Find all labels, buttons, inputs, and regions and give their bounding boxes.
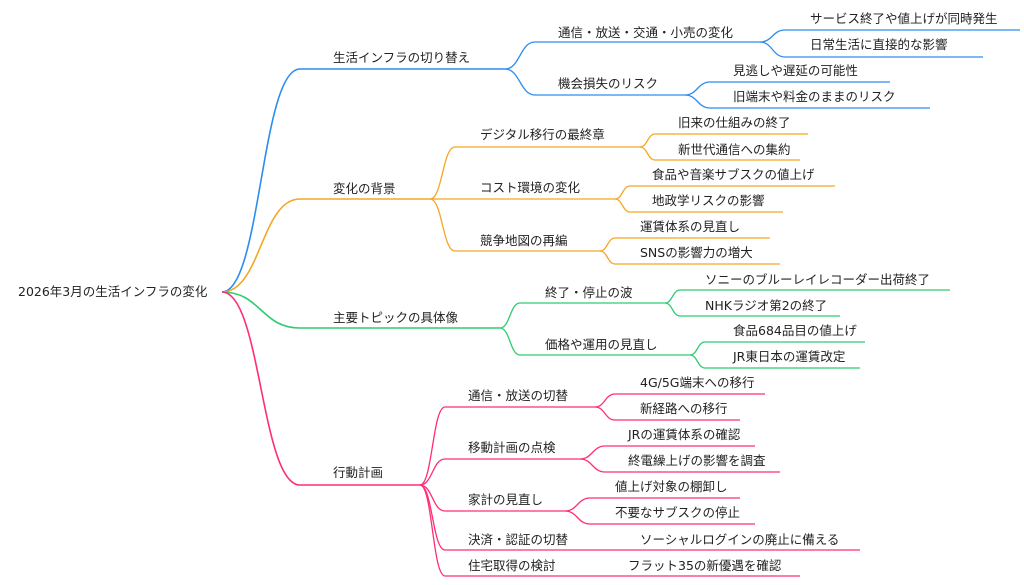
node-connector: [499, 302, 665, 329]
leaf-node[interactable]: 地政学リスクの影響: [652, 193, 765, 208]
leaf-node[interactable]: 食品684品目の値上げ: [733, 323, 857, 338]
leaf-node[interactable]: 4G/5G端末への移行: [640, 375, 755, 390]
node-connector: [419, 458, 580, 486]
leaf-node[interactable]: 見逃しや遅延の可能性: [733, 63, 858, 78]
subtopic-node[interactable]: 住宅取得の検討: [468, 558, 556, 573]
subtopic-node[interactable]: 終了・停止の波: [545, 285, 633, 300]
leaf-node[interactable]: ソーシャルログインの廃止に備える: [640, 532, 840, 547]
subtopic-node[interactable]: 決済・認証の切替: [468, 532, 569, 547]
subtopic-node[interactable]: 家計の見直し: [468, 492, 544, 507]
branch-connector: [221, 291, 420, 486]
leaf-node[interactable]: SNSの影響力の増大: [640, 245, 753, 260]
node-connector: [564, 497, 740, 512]
branch-connector: [221, 68, 505, 293]
subtopic-node[interactable]: 通信・放送の切替: [468, 388, 569, 403]
leaf-node[interactable]: ソニーのブルーレイレコーダー出荷終了: [705, 272, 931, 287]
node-connector: [599, 237, 770, 252]
branch-node[interactable]: 行動計画: [333, 465, 384, 480]
leaf-node[interactable]: 新世代通信への集約: [678, 142, 791, 157]
root-node[interactable]: 2026年3月の生活インフラの変化: [18, 284, 208, 299]
node-connector: [564, 510, 755, 525]
subtopic-node[interactable]: 移動計画の点検: [468, 440, 556, 455]
node-connector: [599, 250, 780, 265]
node-connector: [579, 445, 755, 460]
node-connector: [419, 484, 565, 512]
node-connector: [419, 406, 595, 486]
leaf-node[interactable]: フラット35の新優遇を確認: [628, 558, 782, 573]
node-connector: [664, 302, 840, 317]
node-connector: [684, 94, 930, 109]
subtopic-node[interactable]: 価格や運用の見直し: [545, 337, 658, 352]
node-connector: [664, 289, 950, 304]
leaf-node[interactable]: 値上げ対象の棚卸し: [615, 479, 728, 494]
leaf-node[interactable]: サービス終了や値上げが同時発生: [810, 11, 998, 26]
subtopic-node[interactable]: コスト環境の変化: [480, 180, 581, 195]
node-connector: [614, 198, 783, 213]
node-connector: [684, 81, 890, 96]
node-connector: [594, 406, 740, 421]
leaf-node[interactable]: 運賃体系の見直し: [640, 219, 741, 234]
node-connector: [639, 133, 808, 148]
branch-node[interactable]: 生活インフラの切り替え: [333, 50, 471, 65]
leaf-node[interactable]: 終電繰上げの影響を調査: [628, 453, 766, 468]
branch-node[interactable]: 変化の背景: [333, 181, 396, 196]
node-connector: [504, 41, 760, 70]
leaf-node[interactable]: 新経路への移行: [640, 401, 728, 416]
subtopic-node[interactable]: デジタル移行の最終章: [480, 127, 605, 142]
node-connector: [429, 146, 640, 200]
leaf-node[interactable]: 日常生活に直接的な影響: [810, 37, 948, 52]
node-connector: [689, 354, 860, 369]
leaf-node[interactable]: NHKラジオ第2の終了: [705, 298, 828, 313]
node-connector: [504, 68, 685, 96]
leaf-node[interactable]: 不要なサブスクの停止: [615, 505, 741, 520]
branch-connector: [221, 291, 500, 329]
subtopic-node[interactable]: 機会損失のリスク: [558, 76, 659, 91]
branch-connector: [221, 198, 430, 293]
branch-node[interactable]: 主要トピックの具体像: [333, 310, 459, 325]
leaf-node[interactable]: 食品や音楽サブスクの値上げ: [652, 167, 815, 182]
leaf-node[interactable]: JR東日本の運賃改定: [733, 349, 846, 364]
node-connector: [614, 185, 835, 200]
node-connector: [419, 484, 610, 577]
node-connector: [579, 458, 780, 473]
node-connector: [499, 327, 690, 356]
node-connector: [594, 393, 765, 408]
node-connector: [639, 146, 800, 161]
node-connector: [759, 41, 983, 58]
node-connector: [759, 29, 1020, 43]
leaf-node[interactable]: JRの運賃体系の確認: [628, 427, 741, 442]
subtopic-node[interactable]: 競争地図の再編: [480, 233, 568, 248]
leaf-node[interactable]: 旧端末や料金のままのリスク: [733, 89, 896, 104]
leaf-node[interactable]: 旧来の仕組みの終了: [678, 115, 791, 130]
node-connector: [689, 341, 865, 356]
subtopic-node[interactable]: 通信・放送・交通・小売の変化: [558, 25, 734, 40]
node-connector: [429, 198, 600, 252]
